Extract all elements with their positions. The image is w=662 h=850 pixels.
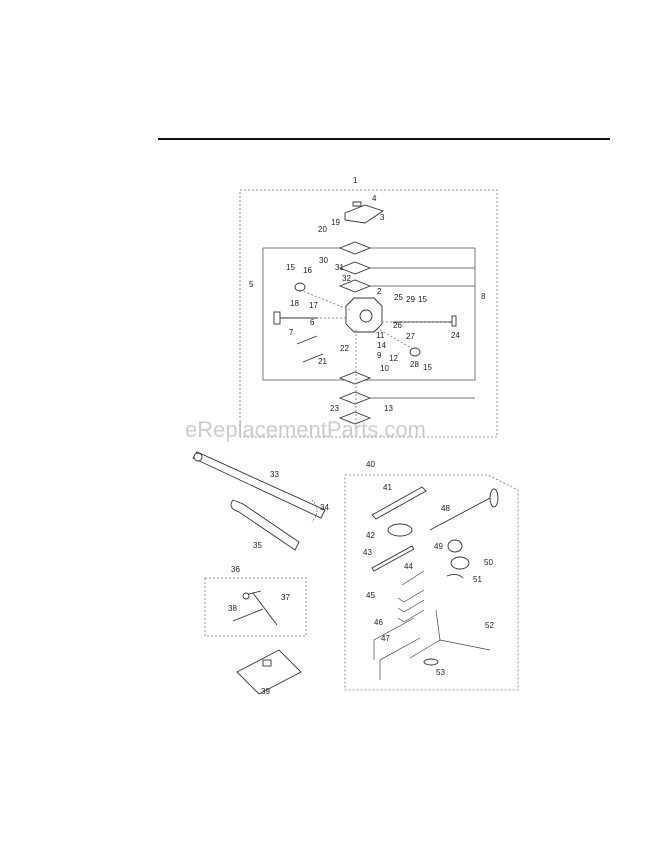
part-number-label: 30 [319,256,328,265]
part-number-label: 26 [393,321,402,330]
part-number-label: 1 [353,176,358,185]
part-number-label: 14 [377,341,386,350]
part-number-label: 8 [481,292,486,301]
part-number-label: 20 [318,225,327,234]
part-number-label: 2 [377,287,382,296]
part-number-label: 10 [380,364,389,373]
part-number-label: 52 [485,621,494,630]
part-number-label: 38 [228,604,237,613]
part-number-label: 51 [473,575,482,584]
part-number-label: 6 [310,318,315,327]
wrench-kit-drawing [232,590,278,626]
part-number-label: 19 [331,218,340,227]
part-number-label: 42 [366,531,375,540]
part-number-label: 36 [231,565,240,574]
part-number-label: 7 [289,328,294,337]
part-number-label: 27 [406,332,415,341]
part-number-label: 47 [381,634,390,643]
part-number-label: 40 [366,460,375,469]
part-number-label: 37 [281,593,290,602]
part-number-label: 24 [451,331,460,340]
part-number-label: 48 [441,504,450,513]
part-number-label: 15 [423,363,432,372]
part-number-label: 45 [366,591,375,600]
tool-kit-frame [344,474,519,691]
part-number-label: 25 [394,293,403,302]
part-number-label: 3 [380,213,385,222]
part-number-label: 28 [410,360,419,369]
part-number-label: 39 [261,687,270,696]
part-number-label: 23 [330,404,339,413]
part-number-label: 18 [290,299,299,308]
carburetor-drawing [273,201,475,430]
tool-kit-drawing [371,486,499,680]
part-number-label: 41 [383,483,392,492]
part-number-label: 43 [363,548,372,557]
part-number-label: 15 [286,263,295,272]
part-number-label: 21 [318,357,327,366]
bar-and-chain-drawing [192,451,326,551]
manual-drawing [236,649,302,695]
part-number-label: 32 [342,274,351,283]
part-number-label: 16 [303,266,312,275]
part-number-label: 53 [436,668,445,677]
part-number-label: 11 [376,331,385,340]
part-number-label: 4 [372,194,377,203]
part-number-label: 35 [253,541,262,550]
part-number-label: 22 [340,344,349,353]
part-number-label: 13 [384,404,393,413]
carburetor-assembly-frame [239,189,498,438]
part-number-label: 12 [389,354,398,363]
part-number-label: 29 [406,295,415,304]
part-number-label: 34 [320,503,329,512]
part-number-label: 31 [335,263,344,272]
part-number-label: 9 [377,351,382,360]
wrench-kit-frame [204,577,307,637]
part-number-label: 46 [374,618,383,627]
watermark: eReplacementParts.com [185,417,426,442]
part-number-label: 44 [404,562,413,571]
part-number-label: 17 [309,301,318,310]
part-number-label: 49 [434,542,443,551]
part-number-label: 15 [418,295,427,304]
part-number-label: 50 [484,558,493,567]
part-number-label: 5 [249,280,254,289]
part-number-label: 33 [270,470,279,479]
